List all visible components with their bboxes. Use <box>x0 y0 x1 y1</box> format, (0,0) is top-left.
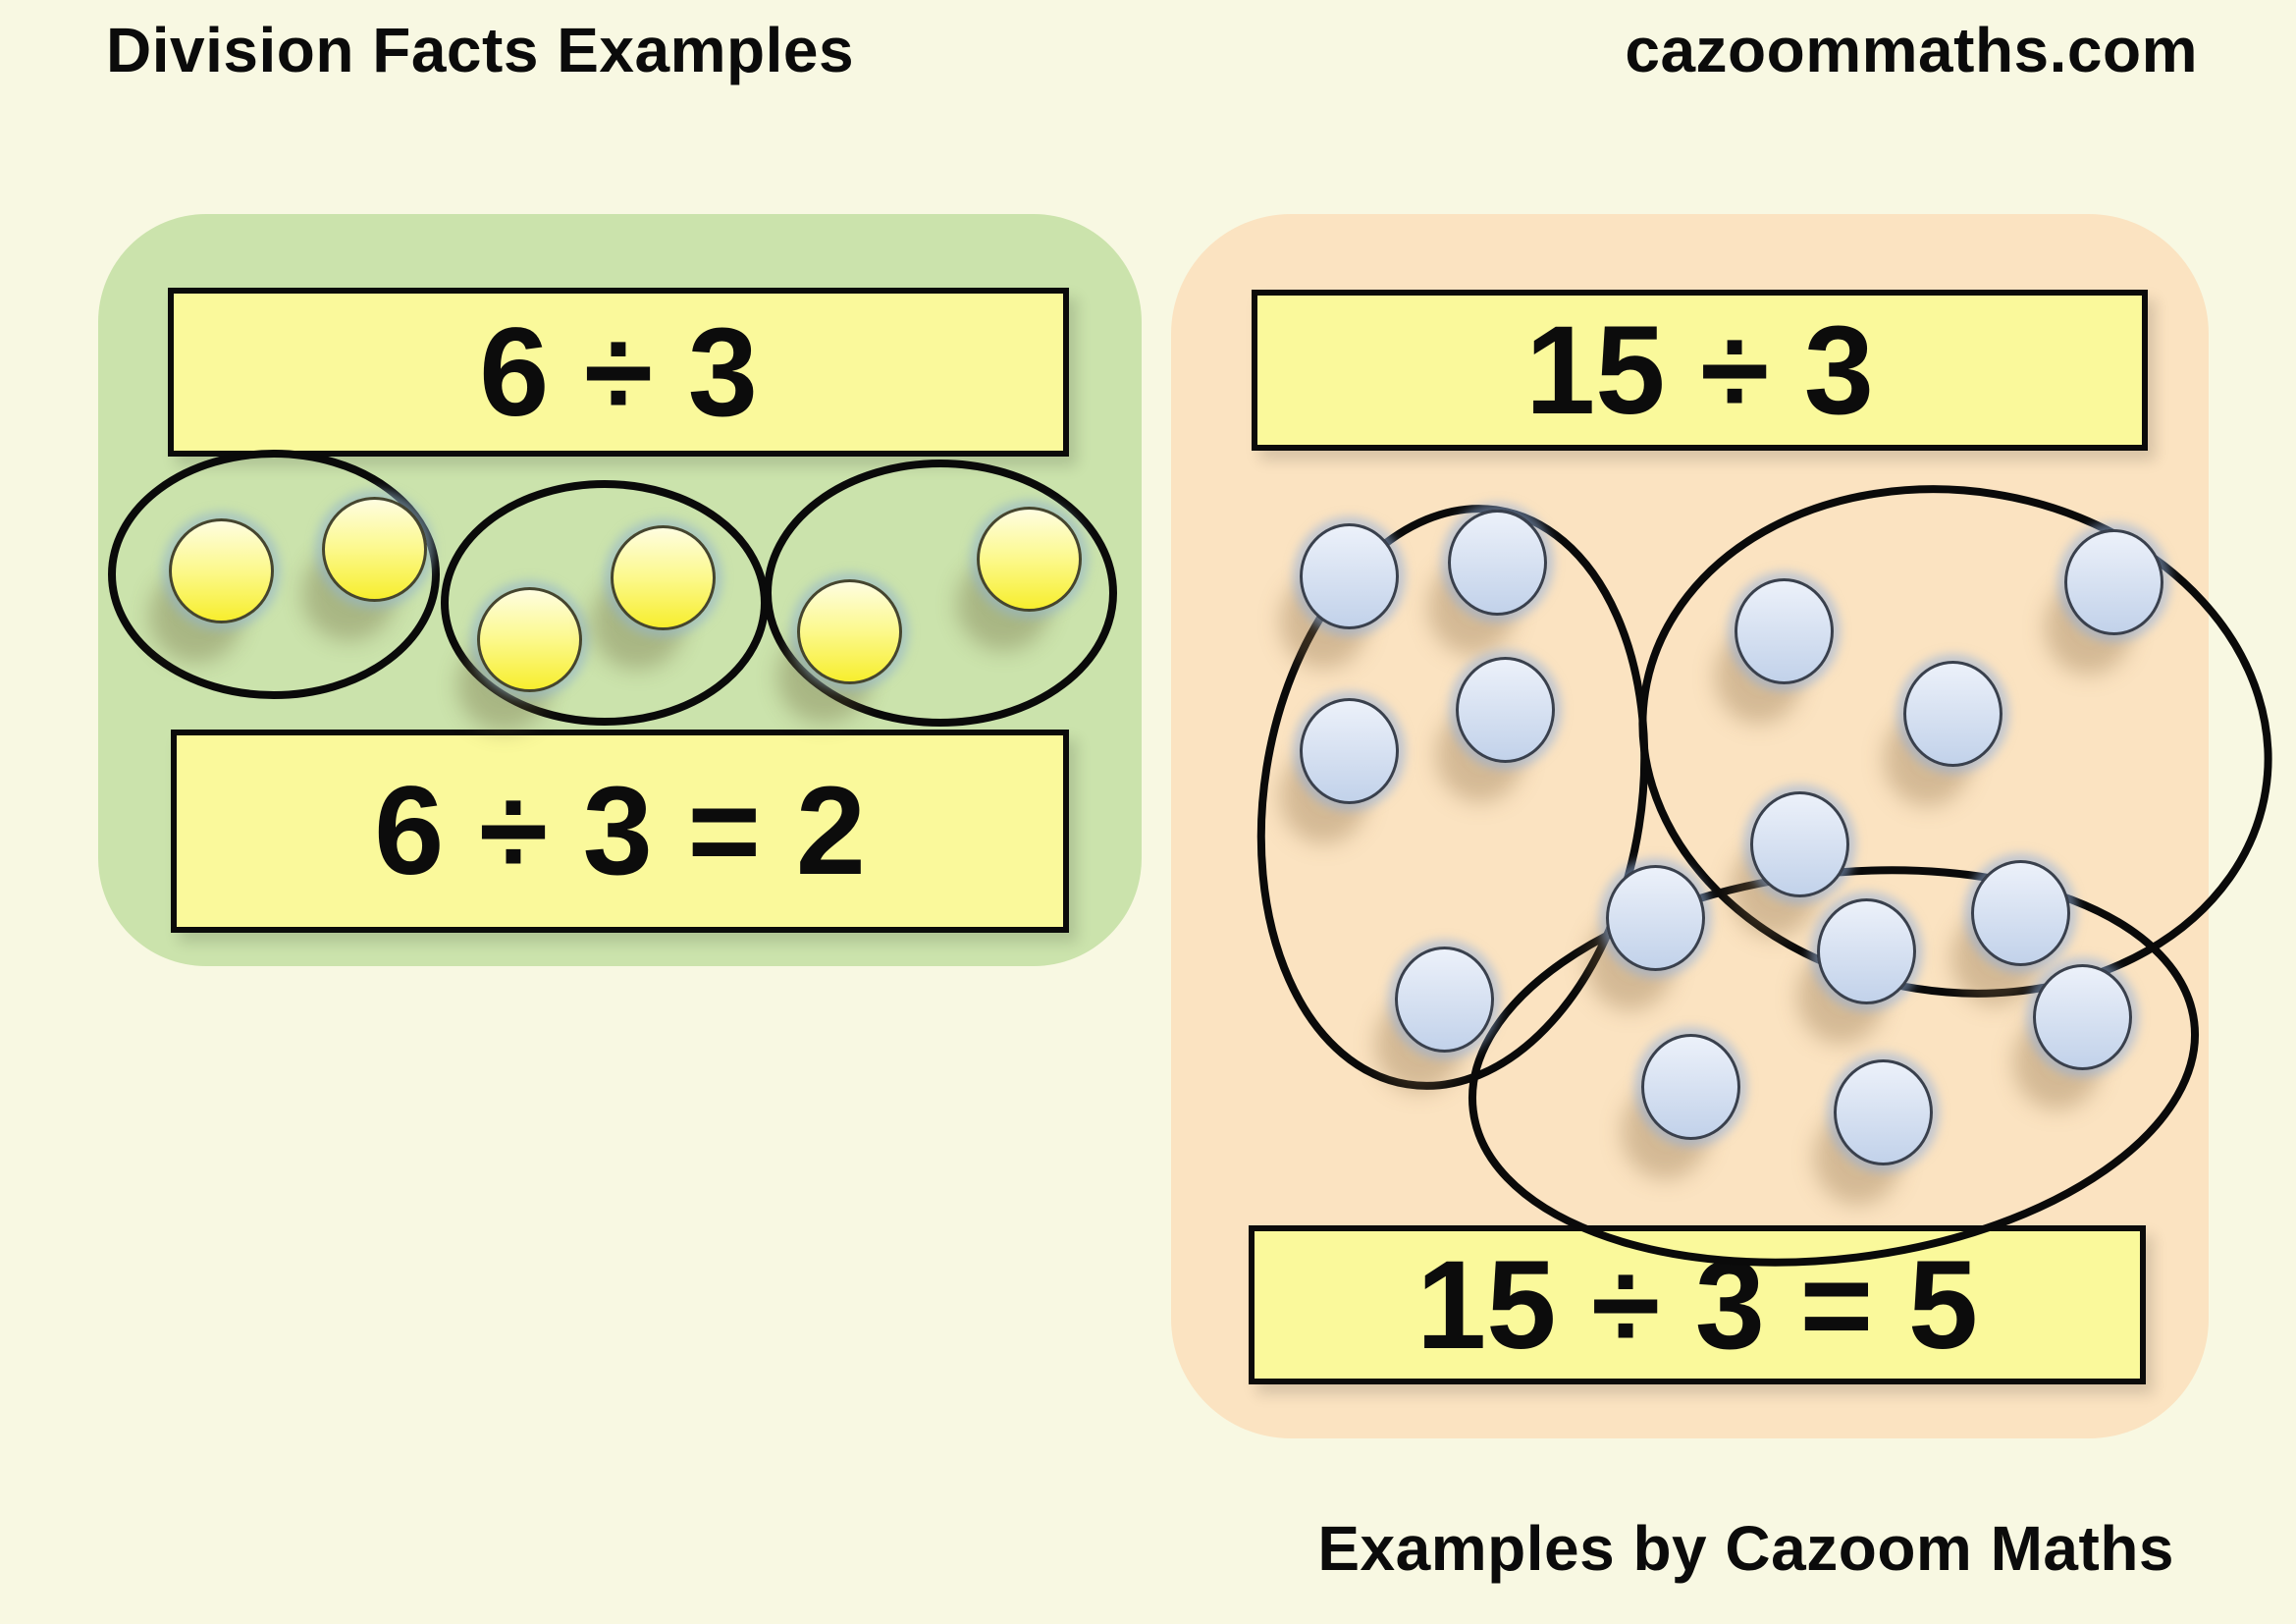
equation-answer: 15 ÷ 3 = 5 <box>1416 1234 1978 1376</box>
blue-counter <box>2063 529 2163 635</box>
question-box-fifteen-divided-by-three: 15 ÷ 3 <box>1252 290 2148 451</box>
brand-text: cazoommaths.com <box>1625 15 2198 85</box>
blue-counter <box>1970 860 2070 966</box>
blue-counter <box>1394 947 1494 1053</box>
credit-text: Examples by Cazoom Maths <box>1317 1513 2174 1584</box>
yellow-counter <box>321 496 427 602</box>
yellow-counter <box>976 506 1082 612</box>
blue-counter <box>1605 865 1705 971</box>
question-box-six-divided-by-three: 6 ÷ 3 <box>168 288 1069 457</box>
yellow-counter <box>476 586 582 692</box>
answer-box-fifteen-divided-by-three: 15 ÷ 3 = 5 <box>1249 1225 2146 1384</box>
blue-counter <box>1455 657 1555 763</box>
blue-counter <box>1833 1059 1933 1165</box>
page-title: Division Facts Examples <box>106 15 855 85</box>
yellow-counter <box>168 517 274 623</box>
blue-counter <box>1447 510 1547 616</box>
yellow-counter <box>796 578 902 684</box>
blue-counter <box>1640 1034 1740 1140</box>
blue-counter <box>1734 578 1834 684</box>
yellow-counter <box>610 524 716 630</box>
blue-counter <box>1299 698 1399 804</box>
blue-counter <box>1902 661 2002 767</box>
blue-counter <box>1816 898 1916 1004</box>
answer-box-six-divided-by-three: 6 ÷ 3 = 2 <box>171 730 1069 933</box>
equation-question: 15 ÷ 3 <box>1525 299 1874 441</box>
equation-question: 6 ÷ 3 <box>479 301 758 443</box>
blue-counter <box>1299 523 1399 629</box>
blue-counter <box>2032 964 2132 1070</box>
blue-counter <box>1749 791 1849 897</box>
equation-answer: 6 ÷ 3 = 2 <box>374 761 866 901</box>
